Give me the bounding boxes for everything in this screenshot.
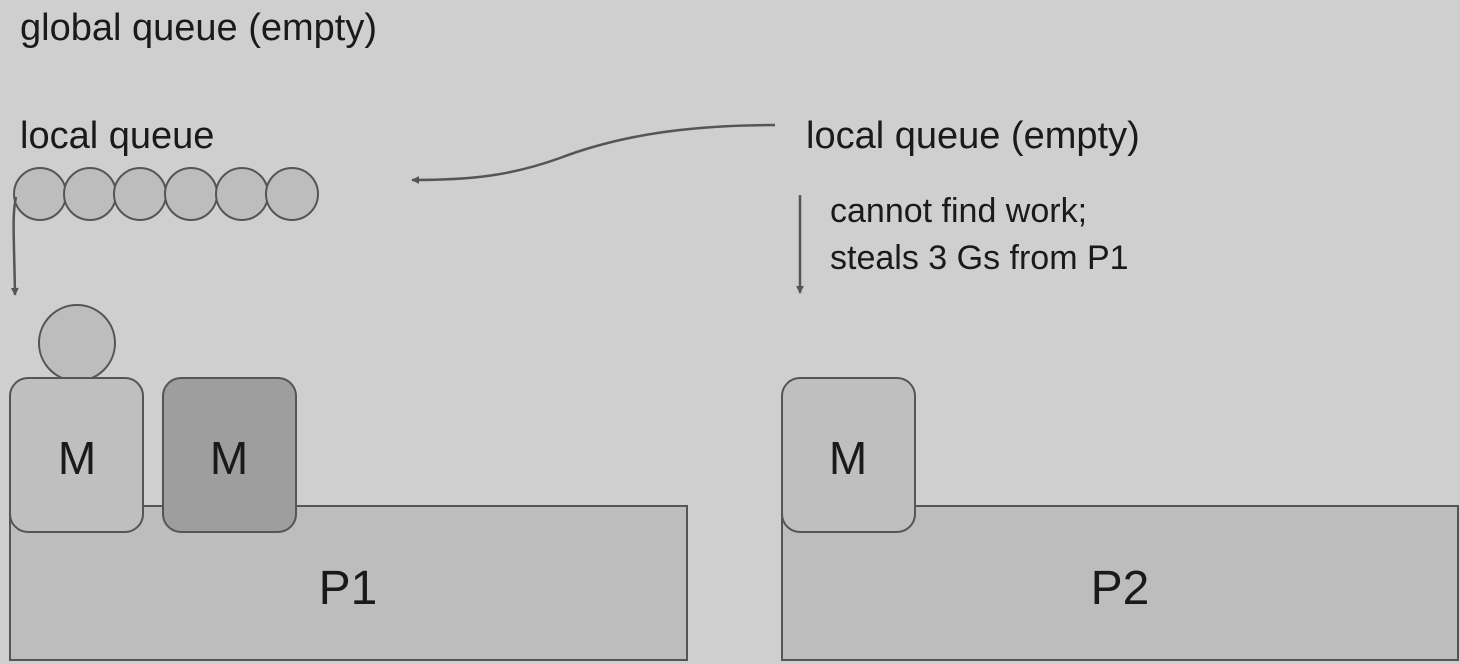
steal-arrow (411, 123, 776, 184)
note-line-1: cannot find work; (830, 192, 1087, 230)
global-queue-label: global queue (empty) (20, 7, 377, 49)
processor-p2-label: P2 (1091, 562, 1150, 615)
queued-goroutine (265, 167, 319, 221)
machine-m2: M (162, 377, 297, 533)
machine-m1: M (9, 377, 144, 533)
queued-goroutine (164, 167, 218, 221)
machine-m1-label: M (58, 432, 96, 484)
machine-m2-label: M (210, 432, 248, 484)
machine-m3: M (781, 377, 916, 533)
queued-goroutine (63, 167, 117, 221)
dequeue-arrow (10, 196, 19, 296)
queued-goroutine (13, 167, 67, 221)
running-goroutine (38, 304, 116, 382)
machine-m3-label: M (829, 432, 867, 484)
machine-m1-box (9, 377, 144, 533)
p1-local-queue (13, 167, 319, 221)
queued-goroutine (215, 167, 269, 221)
machine-m2-box (162, 377, 297, 533)
note-line-2: steals 3 Gs from P1 (830, 239, 1129, 277)
queued-goroutine (113, 167, 167, 221)
processor-p1-label: P1 (319, 562, 378, 615)
p2-local-queue-label: local queue (empty) (806, 115, 1140, 157)
p1-local-queue-label: local queue (20, 115, 214, 157)
machine-m3-box (781, 377, 916, 533)
